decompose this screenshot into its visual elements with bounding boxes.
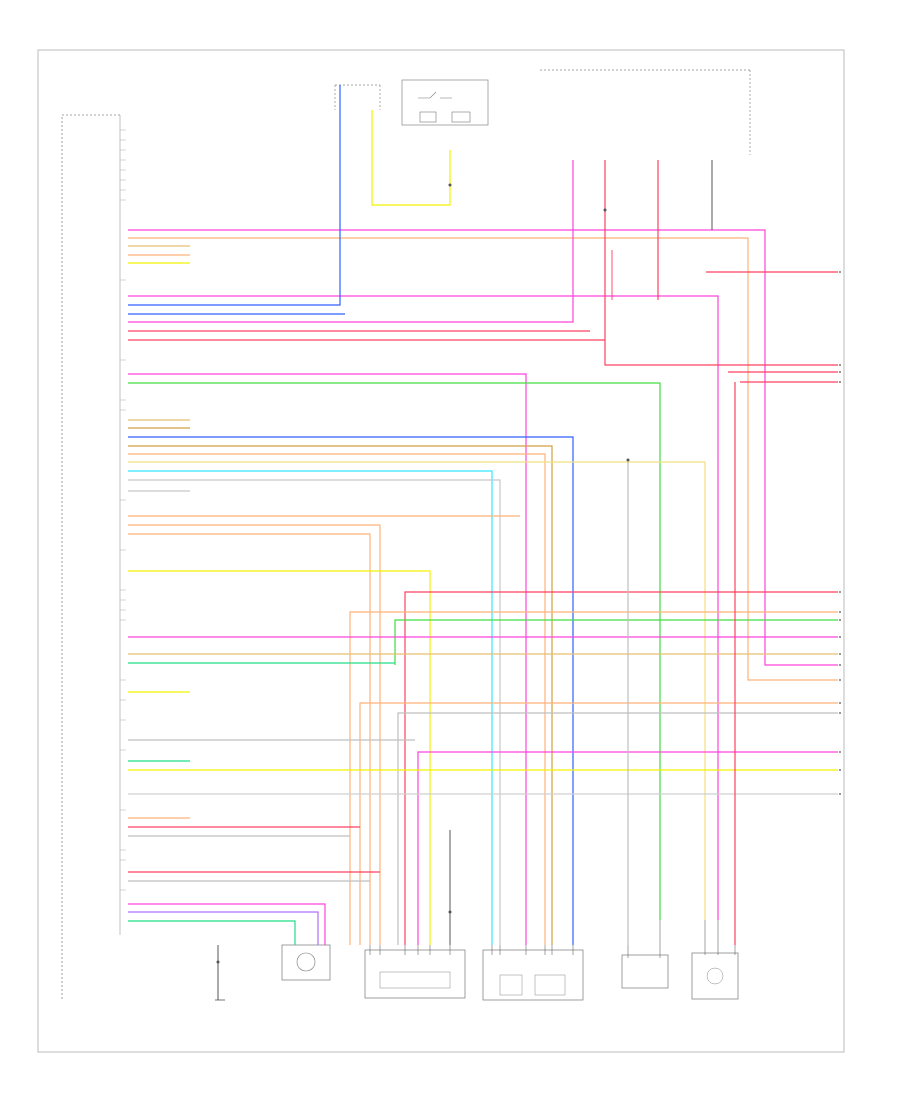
wire-green-2 [394,619,838,665]
wire-orange-3 [128,453,546,945]
wire-yellow-top [371,110,451,206]
fuel-pump-module [482,949,584,1001]
right-edge-terminals [839,271,841,795]
top-right-fuse-block-outline [540,69,751,155]
vehicle-speed-sensor [281,944,331,981]
wire-blue-3 [128,436,574,945]
fuel-level-sensor [691,952,739,1000]
wire-tan-4 [128,461,706,920]
engine-control-module [61,114,126,1000]
wire-orange-8 [359,702,838,945]
wire-tan-3 [128,445,553,945]
wire-violet-1 [128,911,319,945]
wire-orange-6 [128,533,371,945]
wire-pink-8 [128,903,326,945]
transmission-control-connector [364,949,466,999]
wire-pink-3 [128,160,574,323]
wire-pink-2 [128,295,719,920]
wire-green-1 [128,382,661,920]
wire-pink-5 [128,373,527,945]
ecm-pin-ticks [120,129,126,891]
diagram-frame [37,49,845,1053]
wire-gray-3 [397,712,838,945]
wire-gray-1 [128,479,501,945]
wire-red-7 [404,591,838,945]
wire-pink-7 [417,751,838,945]
wire-blue-1 [128,85,341,306]
underhood-fuse-relay-center [401,79,489,126]
connector-pins [369,920,736,958]
wire-lightgreen-3 [128,920,296,945]
wire-runs [128,85,838,1000]
wire-yellow-3 [128,570,431,945]
wire-pink-1 [128,229,838,666]
wire-pink-4 [128,339,838,366]
wire-orange-5 [128,524,381,945]
splice-dots [216,183,630,964]
fuel-tank-pressure-sensor [621,954,669,989]
wire-orange-7 [349,611,838,945]
wire-orange-1 [128,237,838,681]
wire-lightblue-1 [128,470,493,945]
top-left-relay-box [334,84,381,110]
